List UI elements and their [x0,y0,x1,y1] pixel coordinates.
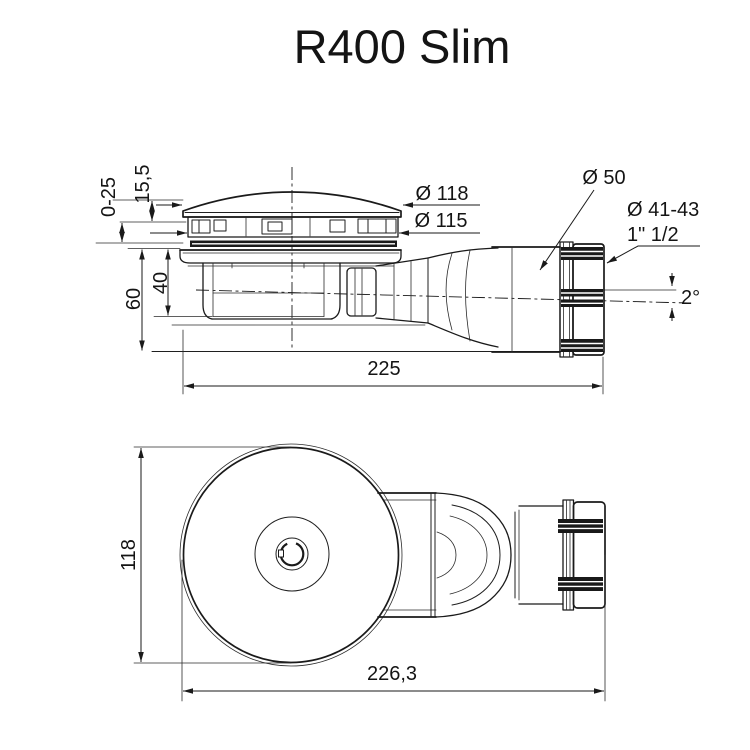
dim-trap-diameter-label: Ø 50 [582,167,625,189]
page-title: R400 Slim [294,20,511,73]
plan-nut-rib-top-lines [558,523,603,530]
dim-plan-width-label: 118 [118,539,140,571]
dim-trap-diameter-leader [539,189,595,271]
plan-view: 118 226,3 [118,443,606,702]
dim-outlet-slope-label: 2° [681,287,700,309]
plan-flange [179,443,403,667]
dim-cap-diameter-label: Ø 118 [416,183,469,205]
plan-flange-ring [562,499,575,611]
dim-trap-diameter: Ø 50 [539,167,626,271]
side-view: 15,5 0-25 60 40 Ø 118 [95,165,700,395]
side-body [202,262,341,320]
plan-trap-u-inner [436,531,457,579]
dim-plan-length-extensions [181,554,606,702]
side-trap [491,241,574,358]
dim-side-length: 225 [182,329,604,395]
dim-plan-width-extensions [133,446,292,664]
nut-rib-top-lines [561,250,603,257]
side-nut [561,243,605,356]
dim-total-height: 60 [123,248,181,351]
trap-bell-outline [427,247,499,348]
dim-cap-diameter: Ø 118 [156,183,480,208]
plan-housing-end-edges [430,492,436,618]
plan-flange-outer-circle [179,443,403,667]
pipe-centerline [195,289,689,304]
dim-mounting-range-label: 0-25 [98,177,120,217]
dim-inner-height-label: 40 [150,272,172,294]
trap-top-bottom [491,246,561,353]
clip-slot-4 [329,219,346,233]
plan-outlet-housing [377,492,512,618]
clip-ring-ticks [245,217,311,237]
plan-connector [514,499,606,611]
dim-side-length-label: 225 [367,358,400,380]
dim-inner-height: 40 [150,249,213,317]
plan-housing-outer-lines [377,492,437,618]
dim-cap-height: 15,5 [112,165,187,223]
dim-outlet-diameter-label: Ø 41-43 [627,199,699,221]
side-cap [182,191,402,218]
plan-screw-boss-circle [275,537,309,571]
side-flange [179,249,402,267]
dim-outlet-diameter: Ø 41-43 1" 1/2 [606,199,700,264]
dim-side-length-extensions [182,329,604,395]
nut-rib-top [561,247,603,260]
plan-trap-u-middle [449,515,488,595]
nut-rib-bottom [561,339,603,352]
trap-bell-contours [445,250,471,342]
trap-flange-ring [559,241,574,358]
plan-housing-inner-lines [383,499,437,611]
side-pipe [346,247,499,348]
side-centerlines [195,167,689,352]
nut-rib-bottom-lines [561,342,603,349]
dim-plan-width: 118 [118,446,292,664]
dim-outlet-slope: 2° [669,273,700,321]
clip-slot-5 [357,218,397,234]
pipe-expansion-lines [393,261,412,322]
side-seal [190,240,397,247]
dim-cap-height-label: 15,5 [132,165,154,204]
plan-nut-rib-bottom [558,577,603,591]
pipe-expansion [375,257,429,324]
plan-cylinder-lines [518,505,564,605]
dim-outlet-thread-label: 1" 1/2 [627,224,679,246]
body-wall-left-outer [202,262,213,320]
pipe-stub [346,267,377,317]
side-clip-ring [187,216,399,238]
clip-slot-2 [213,219,227,232]
side-baselines [151,324,605,352]
dim-outlet-diameter-leader [606,245,700,264]
plan-hub-circle [254,516,330,592]
dim-plan-length: 226,3 [181,554,606,702]
dim-total-height-label: 60 [123,288,145,310]
dim-ring-diameter-label: Ø 115 [415,210,468,232]
plan-flange-ring-lines [566,499,571,611]
dim-plan-length-label: 226,3 [367,663,417,685]
clip-ring-outline [187,216,399,238]
plan-trap-u-outer [451,504,501,606]
body-wall-right-outer [330,262,341,320]
flange-body [179,249,402,264]
pipe-stub-lines [354,267,363,317]
plan-nut-rib-bottom-lines [558,581,603,588]
clip-slot-3 [261,218,293,235]
dim-ring-diameter: Ø 115 [150,210,480,236]
plan-nut-rib-top [558,519,603,533]
body-ticks [231,262,305,269]
cap-outline [182,191,402,218]
dim-mounting-range: 0-25 [95,177,184,244]
dim-cap-height-extensions [112,199,187,223]
plan-retaining-ring [279,541,305,567]
plan-nut-outline [572,501,606,609]
nut-rib-mid-lines [561,292,603,304]
plan-trap-outer [435,492,512,618]
clip-slot-1 [191,219,211,234]
plan-ring-notch [278,549,284,558]
plan-flange-circle [182,446,400,664]
